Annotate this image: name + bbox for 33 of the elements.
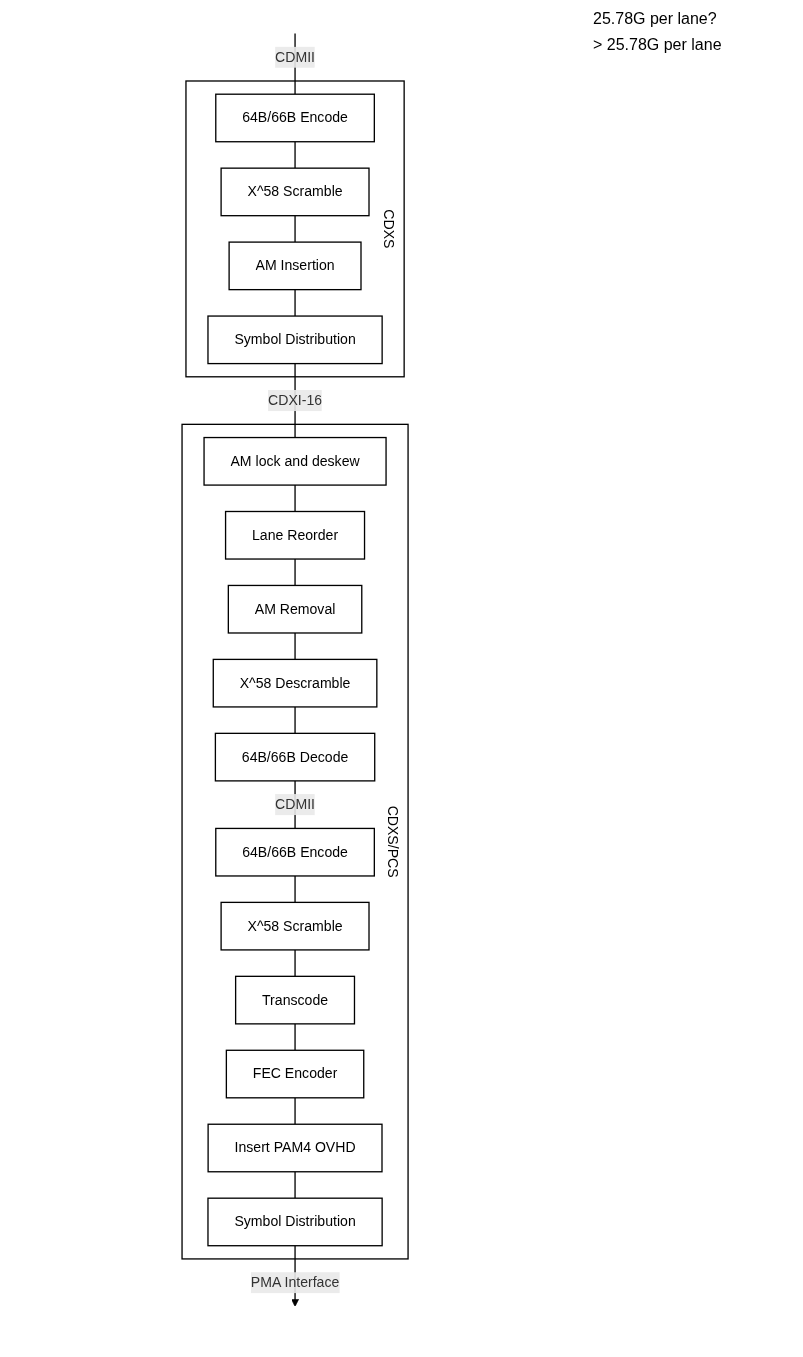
note-text: > 25.78G per lane	[593, 36, 723, 54]
node-box: X^58 Descramble	[212, 658, 378, 708]
node-box: 64B/66B Encode	[215, 827, 375, 877]
node-box: AM lock and deskew	[203, 436, 387, 486]
node-box: FEC Encoder	[225, 1049, 365, 1099]
connector	[294, 632, 296, 661]
edge-label: PMA Interface	[250, 1274, 340, 1290]
connector	[294, 1023, 296, 1051]
connector	[294, 875, 296, 904]
node-box: X^58 Scramble	[220, 167, 370, 217]
node-box: Transcode	[234, 975, 356, 1025]
connector	[294, 706, 296, 734]
node-box: Lane Reorder	[224, 510, 366, 560]
node-box: 64B/66B Encode	[215, 93, 375, 143]
edge-label: CDXI-16	[267, 392, 322, 408]
node-box: X^58 Scramble	[220, 901, 370, 951]
node-box: Symbol Distribution	[207, 315, 383, 365]
node-box: Symbol Distribution	[207, 1197, 383, 1247]
connector	[294, 288, 296, 317]
connector	[294, 949, 296, 977]
connector	[294, 141, 296, 169]
node-box: AM Removal	[227, 584, 363, 634]
connector	[294, 558, 296, 587]
node-box: AM Insertion	[228, 241, 362, 291]
connector	[294, 1171, 296, 1199]
connector	[294, 1097, 296, 1125]
edge-label: CDMII	[275, 49, 315, 65]
edge-label: CDMII	[275, 796, 315, 812]
note-text: 25.78G per lane?	[593, 10, 718, 28]
node-box: Insert PAM4 OVHD	[207, 1123, 383, 1173]
connector	[294, 484, 296, 513]
node-box: 64B/66B Decode	[214, 732, 376, 782]
connector	[294, 215, 296, 243]
